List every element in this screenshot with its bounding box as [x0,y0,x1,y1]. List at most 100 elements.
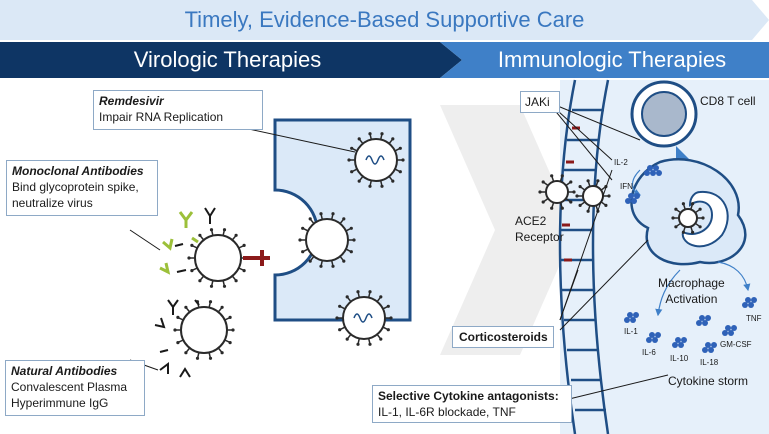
natural-antibodies [154,299,200,378]
il10-label: IL-10 [670,354,689,363]
virus-spike-tip [208,300,213,304]
virus-spike [394,168,400,172]
natural-body-1: Convalescent Plasma [11,380,128,395]
il18-label: IL-18 [700,358,719,367]
virus-spike-tip [398,170,402,174]
virus-spike-tip [301,250,305,254]
virus-spike [330,214,334,220]
virus-spike-tip [604,203,608,207]
virus-spike [694,222,700,227]
virus-spike [231,235,237,241]
remdesivir-title: Remdesivir [99,94,164,108]
virus-spike [580,201,586,206]
selective-box: Selective Cytokine antagonists: IL-1, IL… [372,385,572,423]
virus-spike-tip [691,230,695,234]
virus-spike-tip [198,279,202,283]
virus-spike [178,317,184,321]
virus-spike-tip [298,238,302,242]
ace2-line1: ACE2 [515,214,547,228]
virus-monoclonal [187,228,249,288]
virus-spike-tip [356,342,360,346]
virus-lower [335,290,393,346]
virus-spike-tip [234,233,238,237]
virus-spike [559,176,563,182]
cd8-t-cell [630,80,698,166]
virus-spike [224,317,230,321]
virus-spike-tip [607,194,611,198]
virus-spike-tip [681,202,685,206]
virus-spike [367,338,371,344]
virus-spike-tip [379,295,383,299]
virus-spike [690,226,694,232]
virus-spike-tip [342,217,346,221]
virus-spike-tip [674,225,678,229]
virologic-band [0,42,462,78]
remdesivir-box: Remdesivir Impair RNA Replication [93,90,263,130]
natural-box: Natural Antibodies Convalescent Plasma H… [5,360,145,416]
virus-spike-tip [550,206,554,210]
virus-spike [185,347,191,353]
virus-spike-tip [176,315,180,319]
immunologic-band [440,42,769,78]
virus-spike [197,352,200,358]
virus-spike-tip [572,190,576,194]
virus-spike-tip [173,328,177,332]
virus-spike [185,307,191,313]
virus-spike-tip [308,217,312,221]
monoclonal-antibodies-dark [174,207,216,273]
virus-spike-tip [176,341,180,345]
virus-spike-tip [541,200,545,204]
virus-spike-tip [231,328,235,332]
virus-spike [388,175,393,181]
virus-spike-tip [691,202,695,206]
virus-spike-tip [338,328,342,332]
ace2-receptor-left [243,250,270,266]
virus-spike-tip [187,256,191,260]
virus-spike [379,180,383,186]
virus-spike-tip [681,230,685,234]
cytokine-storm-label: Cytokine storm [668,374,749,388]
gmcsf-label: GM-CSF [720,340,752,349]
virus-spike [208,302,211,308]
virus-spike-tip [301,226,305,230]
monoclonal-body-2: neutralize virus [12,196,93,211]
virus-spike-tip [190,243,194,247]
virus-spike-tip [198,233,202,237]
virus-spike [551,176,555,182]
virus-spike-tip [220,351,224,355]
virus-spike-tip [398,146,402,150]
virus-spike-tip [401,158,405,162]
virus-spike-tip [319,212,323,216]
virus-spike-tip [368,184,372,188]
virus-spike-tip [550,174,554,178]
virus-spike-tip [368,342,372,346]
virus-spike [551,202,555,208]
virus-spike-tip [352,238,356,242]
virus-spike-tip [350,170,354,174]
virus-spike-tip [209,228,214,232]
virus-spike-tip [674,207,678,211]
virus-spike [382,306,388,310]
virus-spike [559,202,563,208]
immunologic-band-label: Immunologic Therapies [497,47,727,72]
virus-spike [587,205,591,211]
virus-spike-tip [541,180,545,184]
virus-spike-tip [308,259,312,263]
virus-spike [587,181,591,187]
virus-spike [330,260,334,266]
virus-spike-tip [208,356,213,360]
virus-spike [347,297,352,303]
virus-spike [238,267,244,271]
virus-spike [320,214,324,220]
virus-spike [211,280,214,286]
virus-spike-tip [578,185,582,189]
virus-spike-tip [357,179,361,183]
virus-spike [543,181,549,187]
cd8-label: CD8 T cell [700,94,756,108]
virus-spike [359,139,364,145]
virus-spike [222,280,225,286]
virus-spike [394,148,400,152]
virus-spike-tip [350,146,354,150]
